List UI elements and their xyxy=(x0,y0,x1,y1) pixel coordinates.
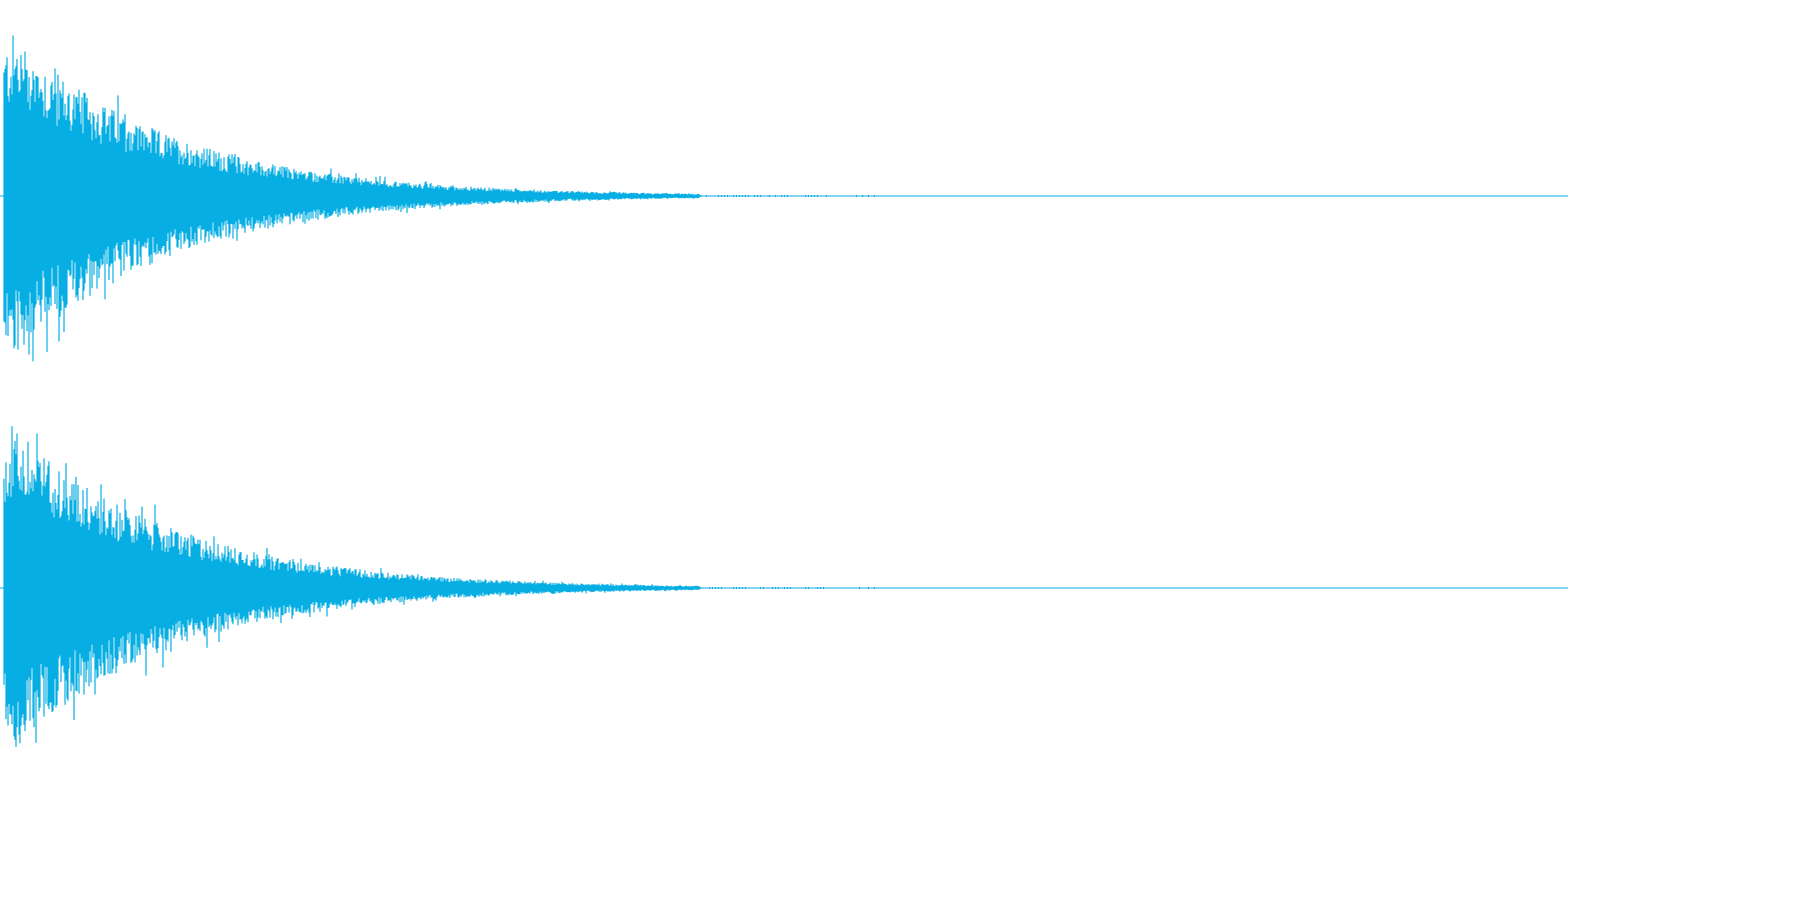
waveform-tail-sample xyxy=(733,587,734,589)
waveform-tail-sample xyxy=(817,587,818,589)
waveform-tail-sample xyxy=(754,195,755,197)
waveform-tail-sample xyxy=(721,587,722,589)
waveform-view xyxy=(0,35,1568,747)
waveform-tail-sample xyxy=(823,587,824,589)
waveform-channel-1 xyxy=(0,35,1568,362)
waveform-tail-sample xyxy=(814,195,815,197)
waveform-tail-sample xyxy=(784,587,785,589)
waveform-tail-sample xyxy=(739,587,740,589)
waveform-signal xyxy=(3,35,700,362)
waveform-tail-sample xyxy=(724,195,725,197)
waveform-tail-sample xyxy=(787,195,788,197)
waveform-tail-sample xyxy=(721,195,722,197)
waveform-tail-sample xyxy=(760,195,761,197)
waveform-tail-sample xyxy=(859,587,860,589)
waveform-tail-sample xyxy=(817,195,818,197)
waveform-tail-sample xyxy=(760,587,761,589)
waveform-tail-sample xyxy=(787,587,788,589)
waveform-tail-sample xyxy=(736,587,737,589)
waveform-tail-sample xyxy=(727,195,728,197)
waveform-tail-sample xyxy=(706,195,707,197)
waveform-tail-sample xyxy=(874,195,875,197)
waveform-tail-sample xyxy=(709,587,710,589)
waveform-tail-sample xyxy=(775,587,776,589)
waveform-tail-sample xyxy=(781,195,782,197)
waveform-tail-sample xyxy=(805,195,806,197)
waveform-tail-sample xyxy=(790,587,791,589)
waveform-tail-sample xyxy=(700,195,701,197)
waveform-tail-sample xyxy=(700,587,701,589)
waveform-tail-sample xyxy=(808,587,809,589)
waveform-tail-sample xyxy=(736,195,737,197)
waveform-tail-sample xyxy=(808,195,809,197)
waveform-channel-2 xyxy=(0,426,1568,747)
waveform-tail-sample xyxy=(811,195,812,197)
waveform-tail-sample xyxy=(820,587,821,589)
waveform-tail-sample xyxy=(757,195,758,197)
waveform-tail-sample xyxy=(739,195,740,197)
waveform-tail-sample xyxy=(742,195,743,197)
waveform-tail-sample xyxy=(742,587,743,589)
waveform-tail-sample xyxy=(826,195,827,197)
waveform-tail-sample xyxy=(733,195,734,197)
waveform-tail-sample xyxy=(778,587,779,589)
waveform-tail-sample xyxy=(868,587,869,589)
stereo-waveform xyxy=(0,35,1568,747)
waveform-tail-sample xyxy=(745,587,746,589)
waveform-tail-sample xyxy=(769,195,770,197)
waveform-tail-sample xyxy=(718,587,719,589)
waveform-tail-sample xyxy=(745,195,746,197)
waveform-tail-sample xyxy=(715,587,716,589)
waveform-tail-sample xyxy=(748,195,749,197)
waveform-tail-sample xyxy=(805,587,806,589)
waveform-tail-sample xyxy=(862,195,863,197)
waveform-tail-sample xyxy=(856,195,857,197)
waveform-tail-sample xyxy=(784,195,785,197)
waveform-tail-sample xyxy=(775,195,776,197)
waveform-tail-sample xyxy=(868,195,869,197)
waveform-tail-sample xyxy=(712,587,713,589)
waveform-tail-sample xyxy=(874,587,875,589)
waveform-signal xyxy=(3,426,700,747)
waveform-tail-sample xyxy=(763,587,764,589)
waveform-tail-sample xyxy=(718,195,719,197)
waveform-tail-sample xyxy=(772,587,773,589)
